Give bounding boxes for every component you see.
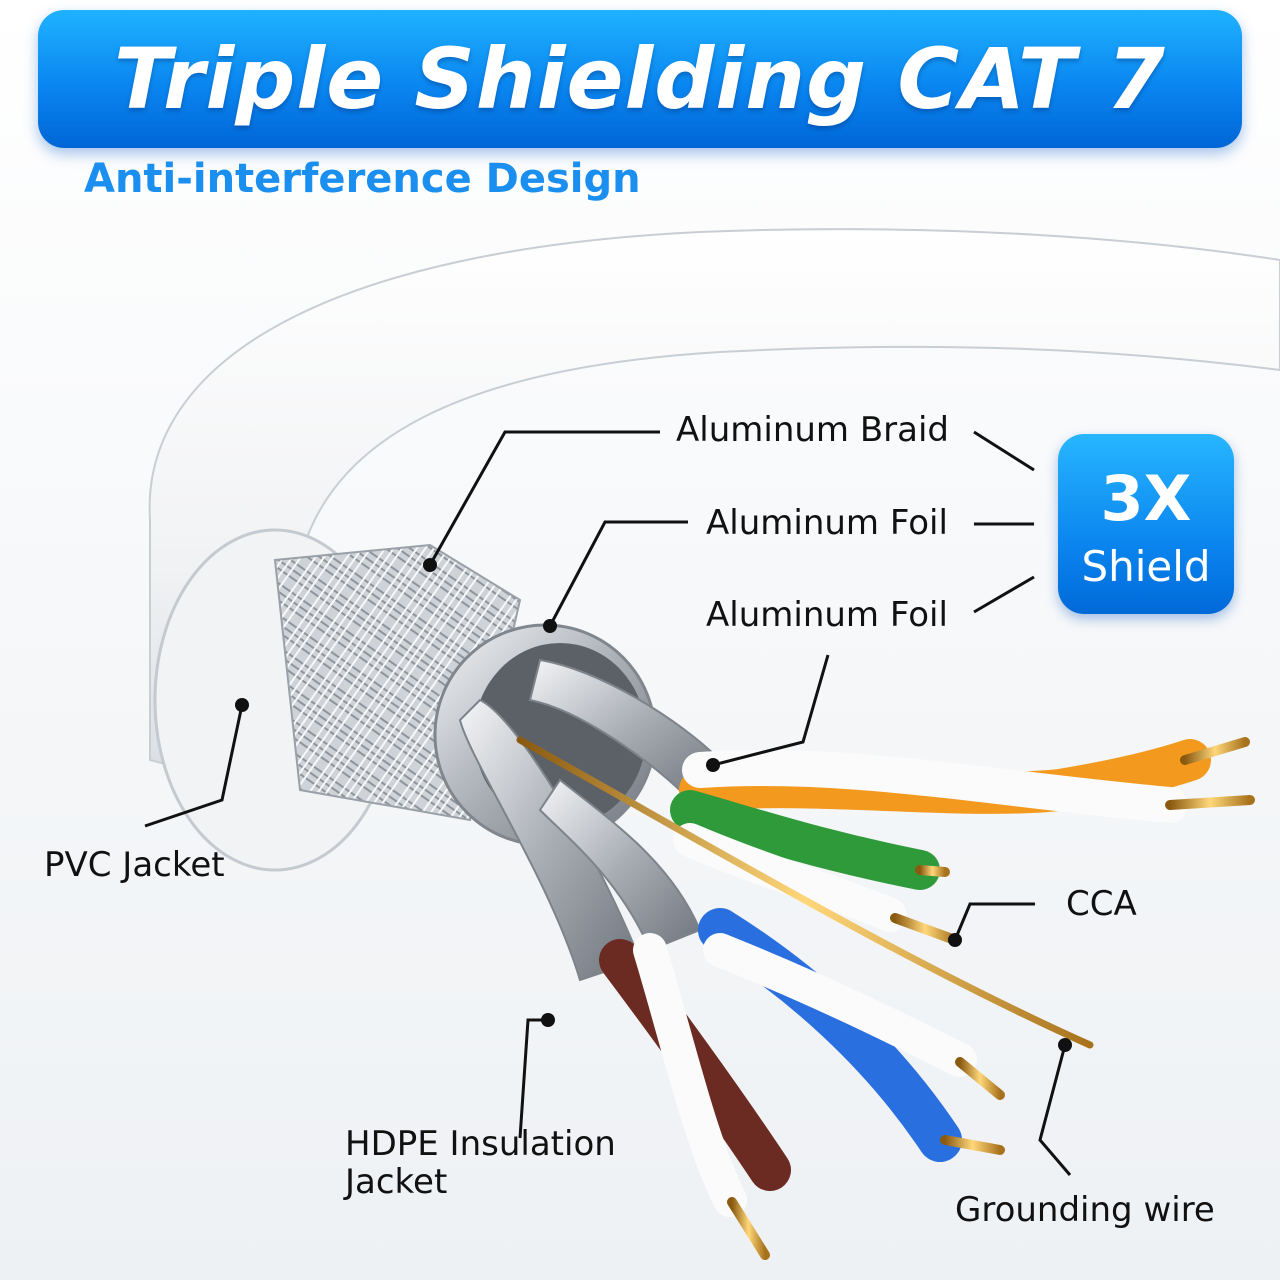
conductor-tip	[1180, 737, 1250, 765]
subtitle: Anti-interference Design	[84, 156, 641, 202]
title-banner: Triple Shielding CAT 7	[38, 10, 1242, 148]
pair-foil-3	[538, 778, 702, 952]
conductor-tip	[940, 1135, 1005, 1155]
label-hdpe-line1: HDPE Insulation	[345, 1124, 616, 1164]
leader-dots	[235, 558, 1072, 1052]
label-aluminum-foil-inner: Aluminum Foil	[706, 595, 948, 635]
white-orange-wire	[682, 750, 1188, 823]
conductor-tip	[890, 913, 960, 945]
badge-multiplier: 3X	[1100, 462, 1192, 535]
conductor-tip	[727, 1197, 770, 1260]
grounding-wire-strand	[516, 736, 1094, 1049]
conductor-tip	[1165, 795, 1255, 810]
label-pvc-jacket: PVC Jacket	[44, 845, 225, 885]
conductor-tip	[915, 865, 950, 877]
badge-label: Shield	[1081, 542, 1211, 591]
white-brown-wire	[633, 933, 747, 1217]
pair-foil-1	[458, 698, 642, 982]
green-pair	[670, 790, 940, 890]
label-aluminum-foil-outer: Aluminum Foil	[706, 503, 948, 543]
conductor-tip	[955, 1057, 1005, 1100]
label-cca: CCA	[1066, 884, 1137, 924]
white-blue-wire	[703, 933, 977, 1077]
page-title: Triple Shielding CAT 7	[114, 30, 1166, 128]
leader-lines	[144, 430, 1072, 1176]
shield-badge: 3X Shield	[1058, 434, 1234, 614]
label-grounding-wire: Grounding wire	[955, 1190, 1215, 1230]
label-hdpe-line2: Jacket	[345, 1162, 448, 1202]
label-aluminum-braid: Aluminum Braid	[676, 410, 950, 450]
